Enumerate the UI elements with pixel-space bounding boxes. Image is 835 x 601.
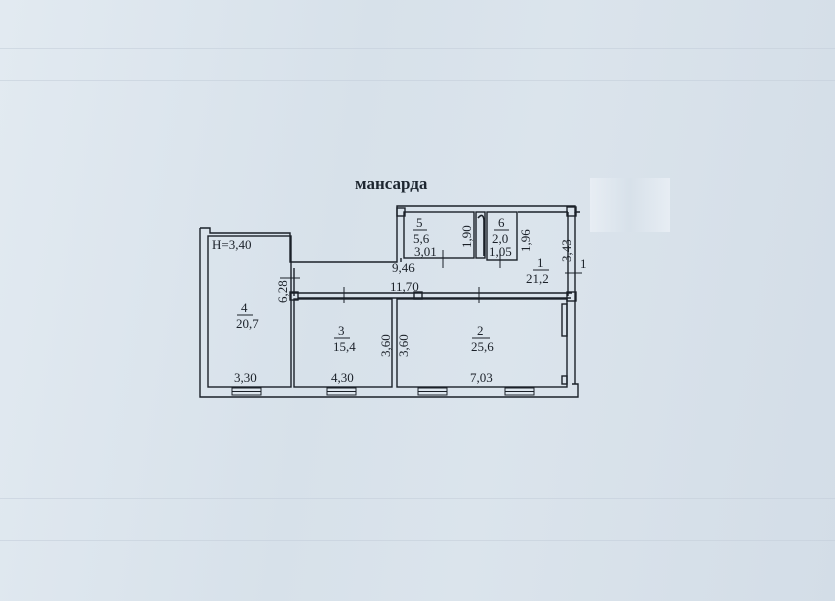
room-6-area: 2,0: [492, 231, 508, 246]
room-2-number: 2: [477, 323, 484, 338]
dim-room4-height: 6,28: [275, 280, 290, 303]
dim-room1-height: 3,43: [559, 239, 574, 262]
room-6-number: 6: [498, 215, 505, 230]
ceiling-height-label: H=3,40: [212, 237, 251, 252]
room-3-area: 15,4: [333, 339, 356, 354]
dim-room3-width: 4,30: [331, 370, 354, 385]
bleed-through-line: [0, 80, 835, 81]
dim-room5-width: 3,01: [414, 244, 437, 259]
dim-room2-height: 3,60: [396, 334, 411, 357]
room-4-number: 4: [241, 300, 248, 315]
room-5-area: 5,6: [413, 231, 430, 246]
dim-corridor-lower: 11,70: [390, 279, 419, 294]
bleed-through-line: [0, 498, 835, 499]
windows: [231, 387, 535, 396]
room-2-area: 25,6: [471, 339, 494, 354]
room-1-area: 21,2: [526, 271, 549, 286]
dim-corridor-upper: 9,46: [392, 260, 415, 275]
room-5-number: 5: [416, 215, 423, 230]
dim-room3-height: 3,60: [378, 334, 393, 357]
room-1-number: 1: [537, 255, 544, 270]
dim-room2-width: 7,03: [470, 370, 493, 385]
room-3-number: 3: [338, 323, 345, 338]
bleed-through-line: [0, 540, 835, 541]
scan-smudge: [590, 178, 670, 232]
dim-room5-height: 1,90: [459, 225, 474, 248]
room-4-area: 20,7: [236, 316, 259, 331]
bleed-through-line: [0, 48, 835, 49]
entry-mark: 1: [580, 256, 587, 271]
dim-room6-width: 1,05: [489, 244, 512, 259]
dim-room4-width: 3,30: [234, 370, 257, 385]
floor-title: мансарда: [355, 174, 428, 193]
dim-room6-height: 1,96: [518, 229, 533, 252]
